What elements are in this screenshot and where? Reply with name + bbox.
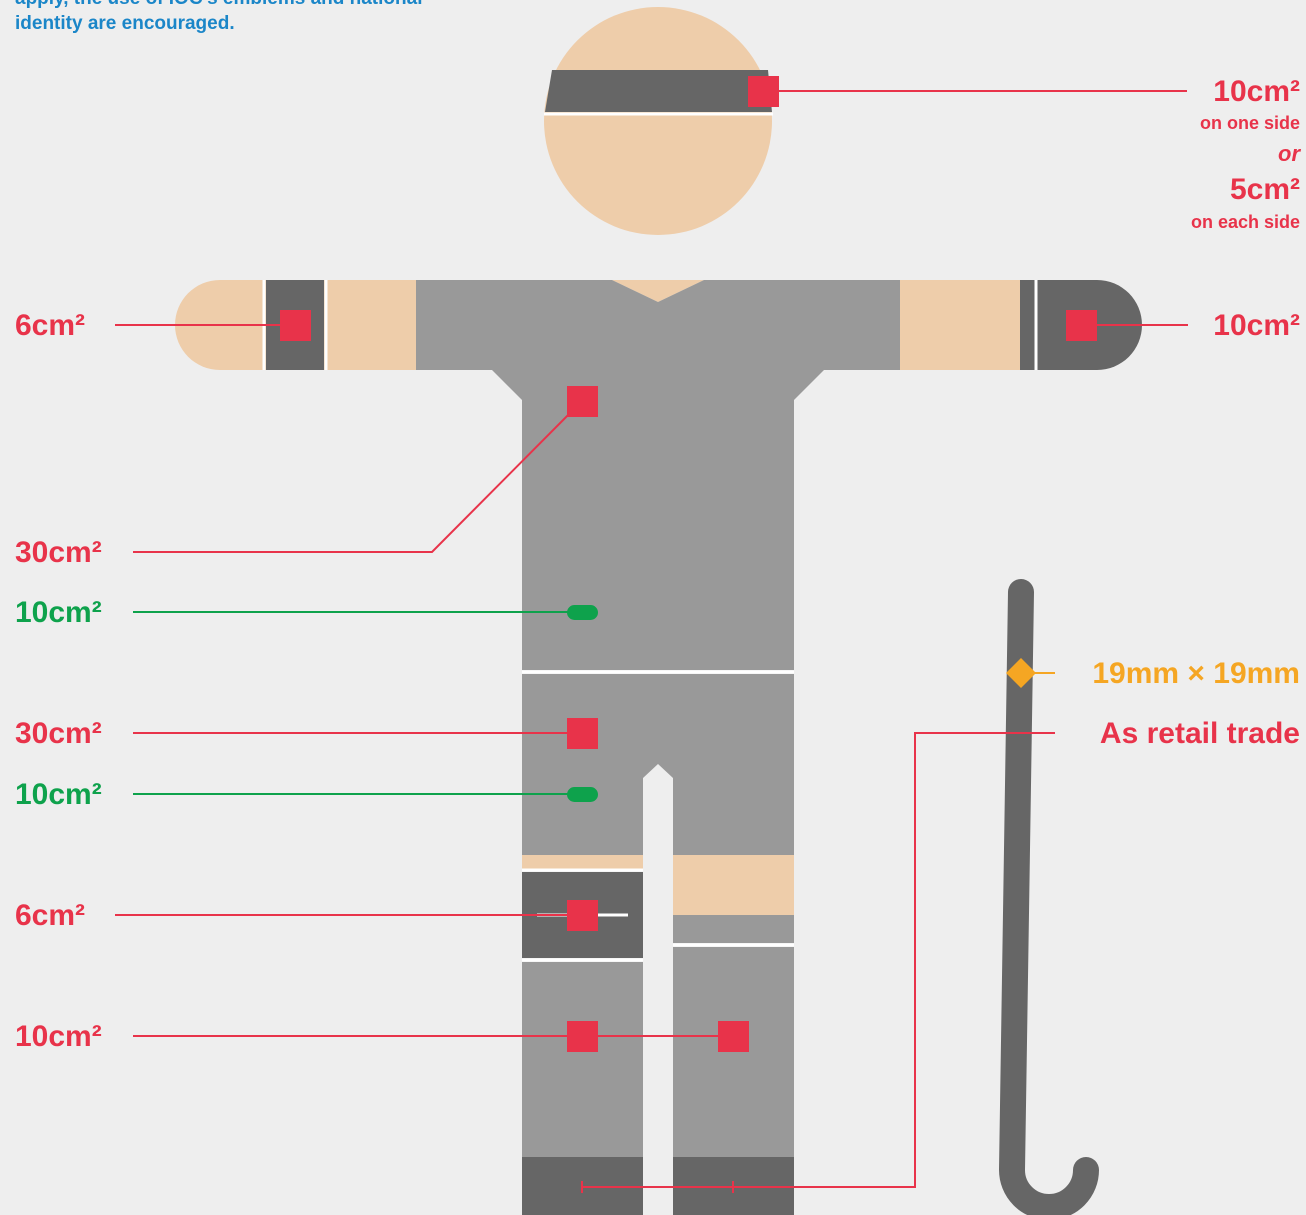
headband-marker	[748, 76, 779, 107]
left-sock-marker	[567, 1021, 598, 1052]
right-wristband-marker	[1066, 310, 1097, 341]
left-wristband-marker	[280, 310, 311, 341]
shirt-maker-area-label: 10cm²	[15, 598, 102, 628]
headband-one-side-note: on one side	[1200, 114, 1300, 132]
headband-alt-area-label: 5cm²	[1230, 175, 1300, 205]
shorts-maker-marker	[567, 787, 598, 802]
headband	[545, 70, 772, 112]
knee-band-marker	[567, 900, 598, 931]
head	[544, 7, 773, 235]
headband-each-side-note: on each side	[1191, 213, 1300, 231]
socks-area-label: 10cm²	[15, 1022, 102, 1052]
shirt-chest-marker	[567, 386, 598, 417]
right-wristband-area-label: 10cm²	[1213, 311, 1300, 341]
green-leader-lines	[133, 612, 582, 794]
shorts-area-label: 30cm²	[15, 719, 102, 749]
shoes-rule-label: As retail trade	[1100, 719, 1300, 749]
headband-area-label: 10cm²	[1213, 77, 1300, 107]
knee-band-area-label: 6cm²	[15, 901, 85, 931]
shirt-chest-area-label: 30cm²	[15, 538, 102, 568]
shorts-maker-area-label: 10cm²	[15, 780, 102, 810]
shirt-maker-marker	[567, 605, 598, 620]
left-sock	[522, 962, 643, 1157]
right-knee	[673, 855, 794, 915]
stick-area-label: 19mm × 19mm	[1092, 659, 1300, 689]
headband-or-label: or	[1278, 143, 1300, 165]
left-knee	[522, 855, 643, 869]
left-wristband-area-label: 6cm²	[15, 311, 85, 341]
shorts	[522, 674, 794, 855]
right-sock-marker	[718, 1021, 749, 1052]
shorts-marker	[567, 718, 598, 749]
